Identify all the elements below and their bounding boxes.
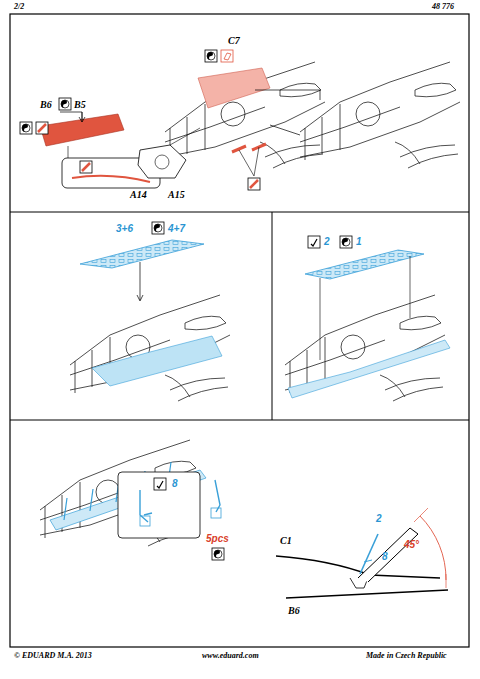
callout-number: 3+6 <box>116 224 133 234</box>
callout-number: 8 <box>172 479 178 489</box>
callout-number: 8 <box>382 552 388 562</box>
part-number: B6 <box>288 606 300 616</box>
part-number: C1 <box>280 536 292 546</box>
angle-dimension: 45° <box>404 540 419 550</box>
web-address: www.eduard.com <box>202 652 259 660</box>
callout-number: 2 <box>376 514 382 524</box>
part-number: B5 <box>74 100 86 110</box>
callout-number: 1 <box>356 237 362 247</box>
part-number: C7 <box>228 36 240 46</box>
part-number: A14 <box>130 190 147 200</box>
quantity-note: 5pcs <box>206 534 229 544</box>
set-number: 48 776 <box>432 3 454 11</box>
callout-number: 4+7 <box>168 224 185 234</box>
page-number: 2/2 <box>14 3 24 11</box>
origin-note: Made in Czech Republic <box>366 652 447 660</box>
part-number: A15 <box>168 190 185 200</box>
part-number: B6 <box>40 100 52 110</box>
copyright-note: © EDUARD M.A. 2013 <box>14 652 92 660</box>
callout-number: 2 <box>324 237 330 247</box>
